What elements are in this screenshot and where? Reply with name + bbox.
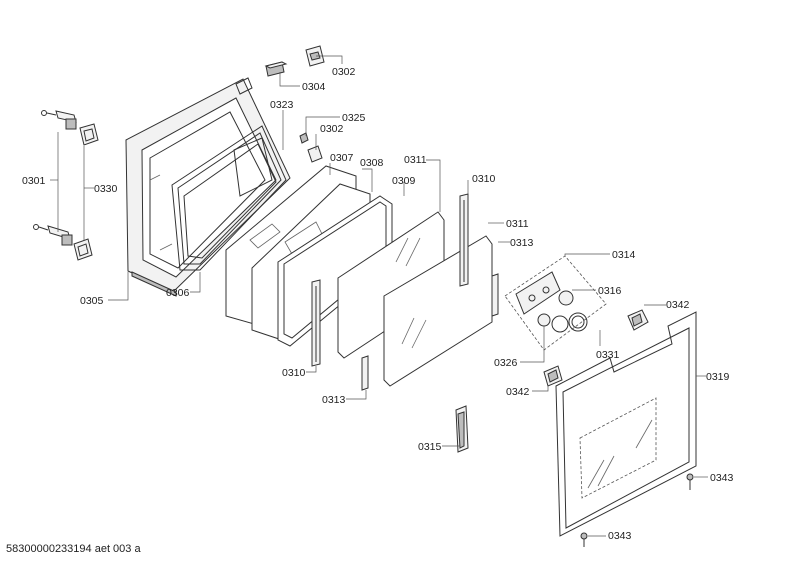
label-0331: 0331	[596, 349, 620, 361]
label-0323: 0323	[270, 99, 294, 111]
end-cap-0342-left	[543, 365, 563, 387]
label-0310-bottom: 0310	[282, 367, 306, 379]
outer-glass-door	[555, 311, 697, 537]
label-0315: 0315	[418, 441, 442, 453]
screw-0343-bottom	[580, 532, 588, 547]
label-0306: 0306	[166, 287, 190, 299]
label-0343-right: 0343	[710, 472, 734, 484]
label-0326: 0326	[494, 357, 518, 369]
clip-0302-top	[305, 45, 325, 67]
label-0310-top: 0310	[472, 173, 496, 185]
hinge-0315	[455, 405, 469, 453]
label-0325: 0325	[342, 112, 366, 124]
inner-door-frame	[125, 77, 291, 297]
label-0309: 0309	[392, 175, 416, 187]
label-0313-bottom: 0313	[322, 394, 346, 406]
control-panel-group	[504, 255, 607, 351]
label-0308: 0308	[360, 157, 384, 169]
label-0311-a: 0311	[404, 154, 427, 166]
label-0302-mid: 0302	[320, 123, 344, 135]
spacer-0310-top	[459, 193, 469, 287]
label-0313-right: 0313	[510, 237, 534, 249]
door-seal	[171, 125, 287, 271]
bracket-top	[79, 123, 99, 146]
label-0301: 0301	[22, 175, 46, 187]
part-labels: 0302 0304 0323 0325 0302 0307 0308 0311 …	[22, 66, 734, 542]
label-0342-right: 0342	[666, 299, 690, 311]
leader-lines	[50, 55, 708, 537]
bracket-bottom	[73, 238, 93, 261]
strip-0313-bottom	[361, 355, 369, 391]
clip-0325	[299, 132, 309, 144]
label-0307: 0307	[330, 152, 354, 164]
label-0343-bottom: 0343	[608, 530, 632, 542]
hinge-clip-bottom	[33, 224, 73, 246]
label-0342-left: 0342	[506, 386, 530, 398]
spacer-0310-bottom	[311, 279, 321, 367]
label-0314: 0314	[612, 249, 636, 261]
label-0319: 0319	[706, 371, 730, 383]
label-0316: 0316	[598, 285, 622, 297]
label-0305: 0305	[80, 295, 104, 307]
strip-0313-right	[491, 273, 499, 317]
end-cap-0342-right	[627, 309, 649, 331]
drawing-number: 58300000233194 aet 003 a	[6, 543, 141, 555]
label-0311-b: 0311	[506, 218, 529, 230]
label-0302-top: 0302	[332, 66, 356, 78]
block-0304	[264, 61, 288, 77]
screw-0343-right	[686, 473, 694, 490]
clip-0302-mid	[307, 145, 323, 163]
hinge-clip-top	[41, 110, 77, 130]
label-0330: 0330	[94, 183, 118, 195]
label-0304: 0304	[302, 81, 326, 93]
